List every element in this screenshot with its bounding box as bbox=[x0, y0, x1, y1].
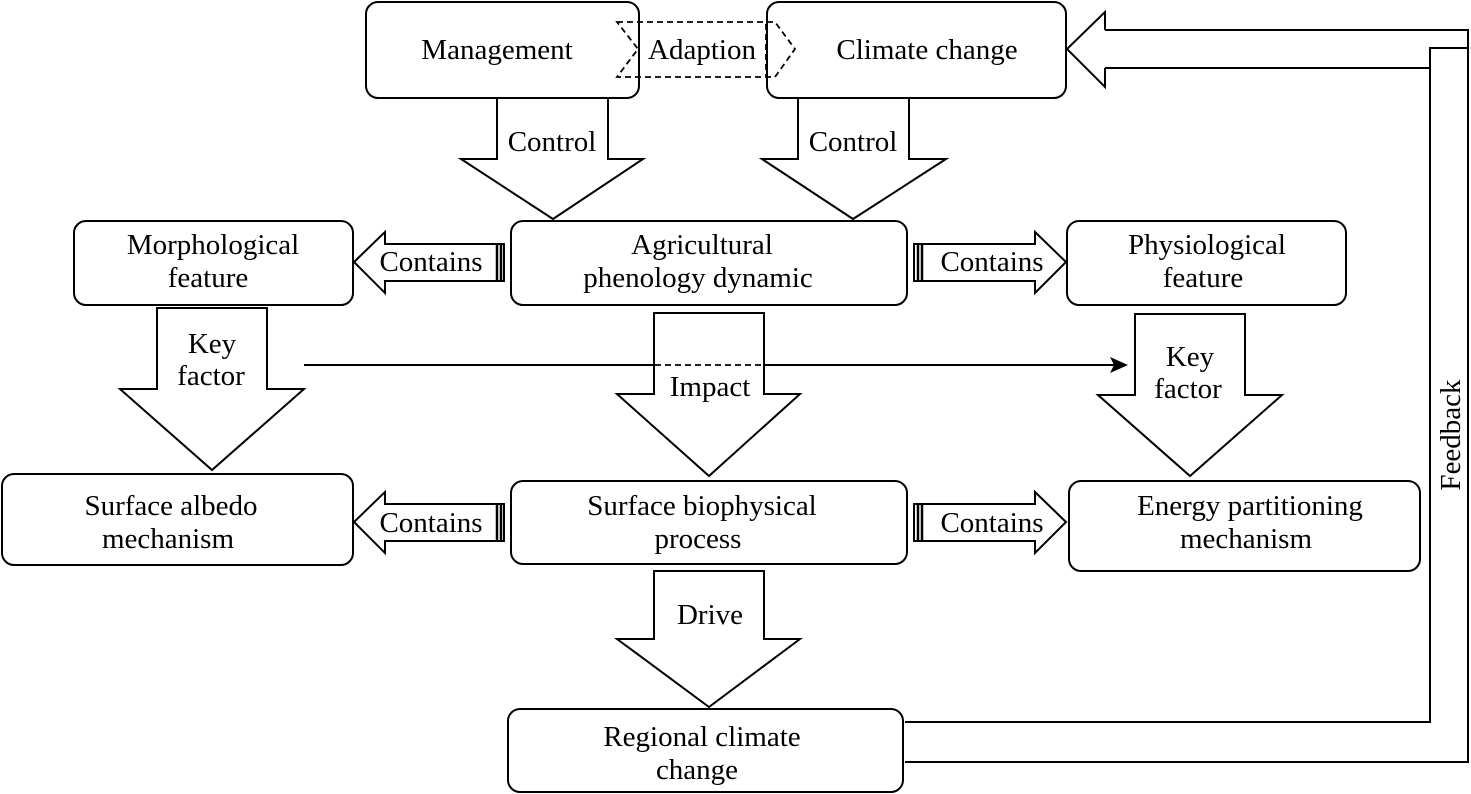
regional-climate-label-line2: change bbox=[656, 754, 738, 786]
contains-arrow-lower-left bbox=[352, 489, 505, 556]
impact-label: Impact bbox=[670, 371, 751, 403]
feedback-label: Feedback bbox=[1435, 379, 1467, 491]
control-right-label: Control bbox=[809, 126, 898, 158]
regional-climate-box bbox=[507, 708, 904, 793]
contains-arrow-upper-right bbox=[913, 229, 1068, 296]
climate-change-box bbox=[766, 1, 1067, 99]
contains-upper-left-label: Contains bbox=[379, 246, 482, 278]
regional-climate-label-line1: Regional climate bbox=[603, 721, 800, 753]
key-factor-right-line2: factor bbox=[1154, 373, 1222, 405]
surface-albedo-label-line1: Surface albedo bbox=[84, 490, 257, 522]
surface-biophysical-box bbox=[510, 480, 908, 565]
morphological-feature-box bbox=[73, 220, 354, 306]
contains-arrow-lower-right bbox=[913, 489, 1068, 556]
feedback-line-outer bbox=[905, 29, 1469, 763]
surface-albedo-box bbox=[1, 473, 354, 566]
physiological-label-line1: Physiological bbox=[1128, 229, 1286, 261]
energy-partitioning-box bbox=[1068, 480, 1421, 572]
feedback-line-inner bbox=[905, 47, 1468, 723]
energy-partitioning-label-line1: Energy partitioning bbox=[1137, 490, 1363, 522]
control-arrow-right bbox=[758, 97, 950, 221]
drive-label: Drive bbox=[677, 599, 743, 631]
control-left-label: Control bbox=[508, 126, 597, 158]
surface-biophysical-label-line2: process bbox=[655, 523, 742, 555]
contains-arrow-upper-left bbox=[352, 229, 505, 296]
key-factor-connector-arrowhead bbox=[1110, 357, 1128, 373]
contains-lower-left-label: Contains bbox=[379, 507, 482, 539]
management-label: Management bbox=[421, 34, 572, 66]
key-factor-left-line2: factor bbox=[177, 360, 245, 392]
feedback-arrowhead bbox=[1065, 9, 1106, 90]
impact-arrow bbox=[614, 312, 803, 478]
agricultural-phenology-box bbox=[510, 220, 908, 306]
climate-change-label: Climate change bbox=[836, 34, 1017, 66]
key-factor-left-line1: Key bbox=[188, 328, 237, 360]
energy-partitioning-label-line2: mechanism bbox=[1180, 523, 1313, 555]
key-factor-arrow-right bbox=[1095, 313, 1285, 478]
key-factor-right-line1: Key bbox=[1166, 341, 1215, 373]
adaption-label: Adaption bbox=[648, 34, 756, 66]
drive-arrow bbox=[613, 570, 804, 709]
key-factor-arrow-left bbox=[117, 307, 307, 472]
agri-phenology-label-line1: Agricultural bbox=[631, 229, 773, 261]
surface-albedo-label-line2: mechanism bbox=[102, 523, 235, 555]
morphological-label-line1: Morphological bbox=[127, 229, 299, 261]
control-arrow-left bbox=[457, 97, 647, 221]
agri-phenology-label-line2: phenology dynamic bbox=[583, 262, 813, 294]
physiological-feature-box bbox=[1066, 220, 1347, 306]
morphological-label-line2: feature bbox=[168, 262, 249, 294]
contains-upper-right-label: Contains bbox=[940, 246, 1043, 278]
physiological-label-line2: feature bbox=[1163, 262, 1244, 294]
contains-lower-right-label: Contains bbox=[940, 507, 1043, 539]
surface-biophysical-label-line1: Surface biophysical bbox=[587, 490, 817, 522]
